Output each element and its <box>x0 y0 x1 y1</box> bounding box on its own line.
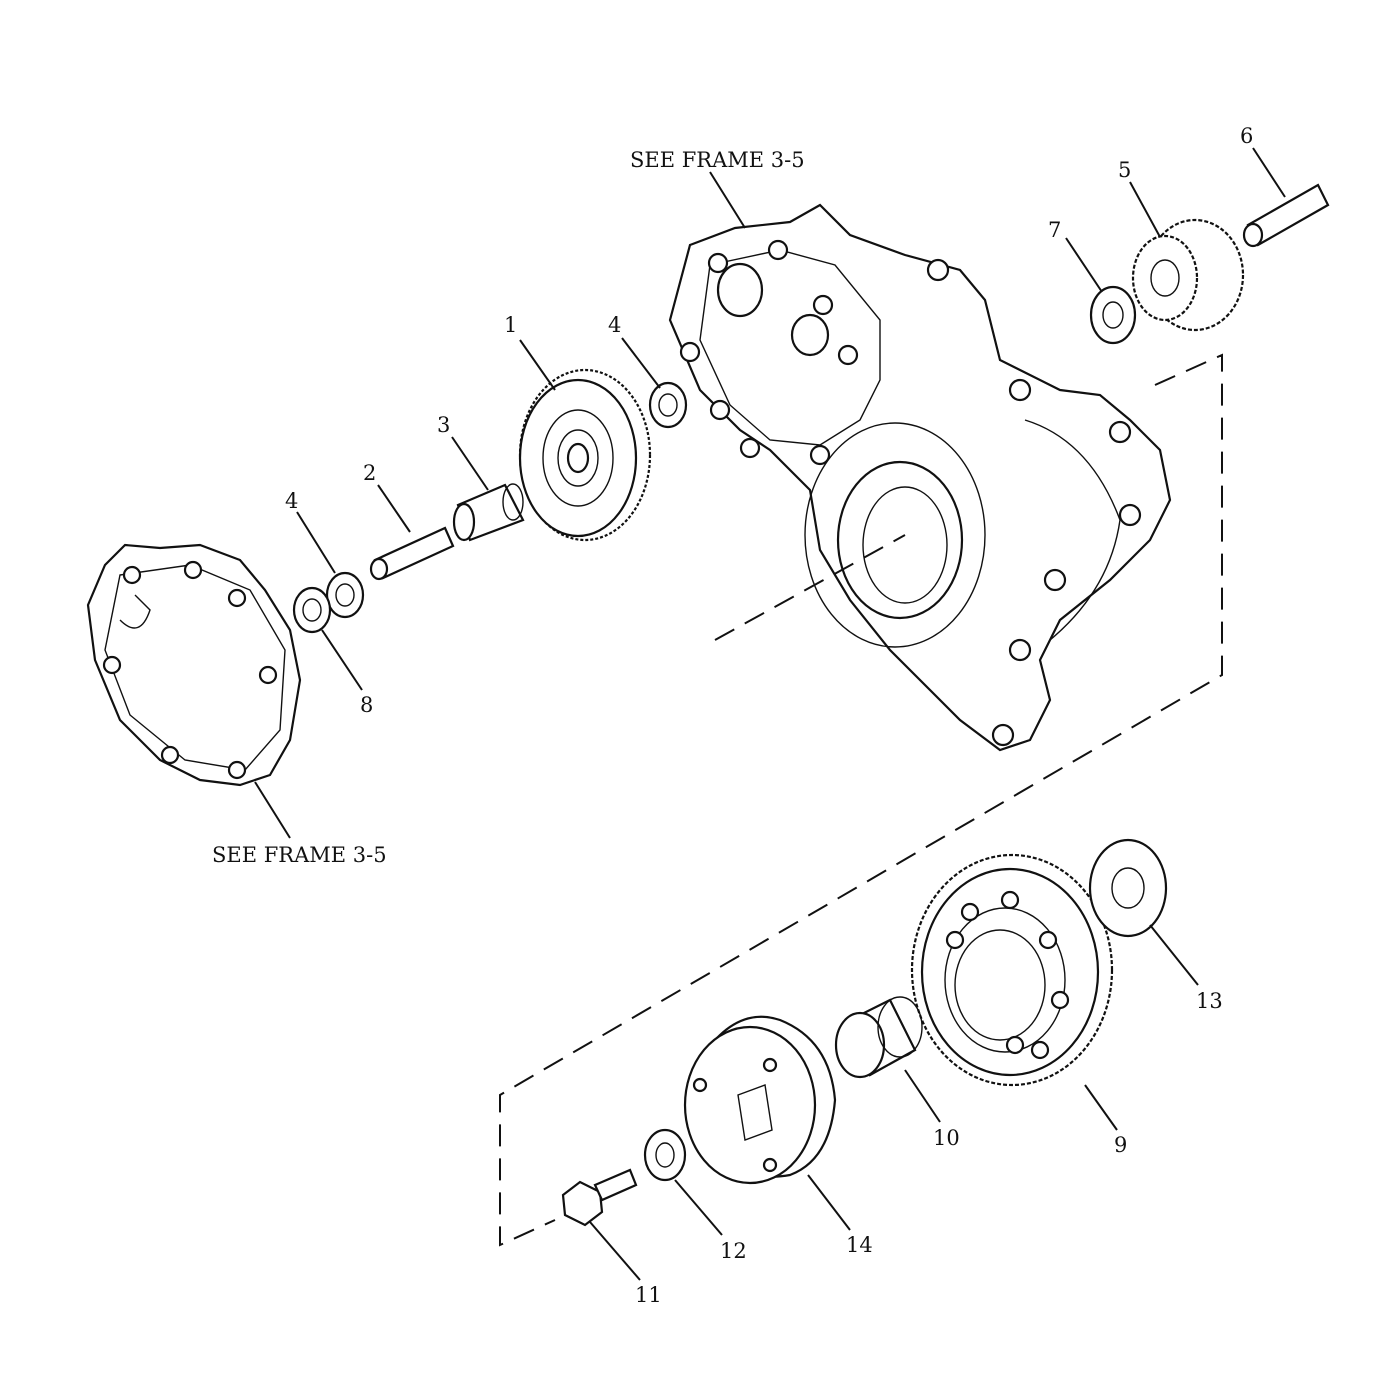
engine-cover <box>668 203 1172 752</box>
callout-11: 11 <box>635 1283 662 1307</box>
callout-13: 13 <box>1196 989 1223 1013</box>
caption-see-frame-bottom: SEE FRAME 3-5 <box>212 843 387 867</box>
washer-8 <box>292 586 332 634</box>
callout-1: 1 <box>504 313 517 337</box>
callout-14: 14 <box>846 1233 873 1257</box>
callout-5: 5 <box>1118 158 1131 182</box>
callout-4-upper: 4 <box>608 313 621 337</box>
callout-numbers: 1 2 3 4 4 5 6 7 8 9 10 11 12 13 14 <box>285 124 1253 1307</box>
callout-7: 7 <box>1048 218 1061 242</box>
idler-gear <box>518 368 652 542</box>
gear-pin <box>1242 183 1330 248</box>
washer-4-upper <box>648 381 688 429</box>
callout-12: 12 <box>720 1239 747 1263</box>
clutch-housing <box>683 1015 837 1185</box>
shaft-pin <box>369 526 455 581</box>
callout-8: 8 <box>360 693 373 717</box>
callout-6: 6 <box>1240 124 1253 148</box>
callout-2: 2 <box>363 461 376 485</box>
needle-bearing <box>452 483 525 542</box>
callout-9: 9 <box>1114 1133 1127 1157</box>
flange-bolt <box>561 1168 638 1227</box>
washer-12 <box>643 1128 687 1182</box>
washer-13 <box>1088 838 1168 938</box>
washer-7 <box>1089 285 1137 345</box>
washer-4-lower <box>325 571 365 619</box>
starter-gear <box>910 853 1114 1087</box>
leader-lines <box>254 147 1286 1281</box>
small-gear <box>1131 218 1245 332</box>
callout-4-lower: 4 <box>285 489 298 513</box>
callout-3: 3 <box>437 413 450 437</box>
assembly-lines <box>499 353 1223 1247</box>
left-cover <box>86 543 302 787</box>
sprag-clutch <box>834 996 923 1079</box>
callout-10: 10 <box>933 1126 960 1150</box>
caption-see-frame-top: SEE FRAME 3-5 <box>630 148 805 172</box>
